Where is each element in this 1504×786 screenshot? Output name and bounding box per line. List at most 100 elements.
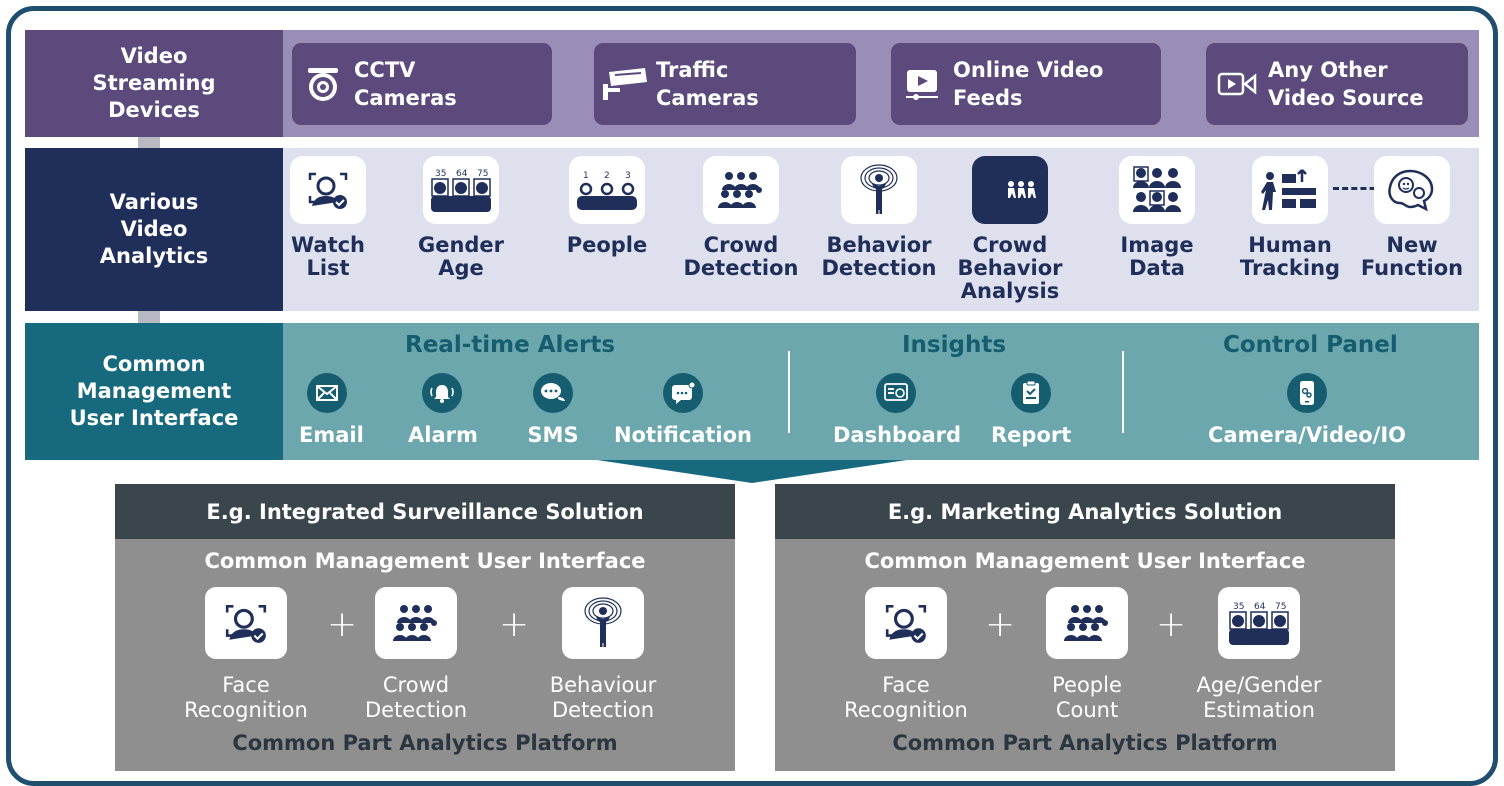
- insight-label: Dashboard: [833, 423, 962, 447]
- alert-notification: Notification: [613, 373, 753, 447]
- solution-item-face-recognition: Face Recognition: [166, 587, 326, 723]
- solution-subtitle: Common Management User Interface: [204, 549, 646, 573]
- source-card-online: Online Video Feeds: [891, 43, 1161, 125]
- age-number: 64: [456, 169, 468, 179]
- alert-email: Email: [299, 373, 364, 447]
- face-recognition-icon: [865, 587, 947, 659]
- alert-label: Email: [299, 423, 364, 447]
- analytic-label: Watch List: [290, 233, 366, 280]
- image-data-icon: [1119, 156, 1195, 224]
- row-connector: [138, 137, 160, 148]
- analytic-human-tracking: Human Tracking: [1230, 156, 1350, 280]
- solution-surveillance: E.g. Integrated Surveillance Solution Co…: [115, 484, 735, 771]
- insight-dashboard: Dashboard: [833, 373, 962, 447]
- solution-item-label: Age/Gender Estimation: [1196, 673, 1322, 722]
- solution-item-crowd-detection: Crowd Detection: [336, 587, 496, 723]
- analytic-crowd-behavior: Crowd Behavior Analysis: [950, 156, 1070, 303]
- crowd-icon: [1046, 587, 1128, 659]
- solution-footer: Common Part Analytics Platform: [892, 731, 1278, 755]
- source-label: Any Other Video Source: [1268, 58, 1424, 110]
- dashboard-icon: [876, 373, 916, 413]
- solution-item-face-recognition: Face Recognition: [826, 587, 986, 723]
- analytic-behavior: Behavior Detection: [819, 156, 939, 280]
- source-card-traffic: Traffic Cameras: [594, 43, 856, 125]
- behavior-icon: [841, 156, 917, 224]
- report-icon: [1011, 373, 1051, 413]
- source-label: Online Video Feeds: [953, 58, 1104, 110]
- count-number: 1: [583, 171, 589, 181]
- email-icon: [307, 373, 347, 413]
- group-title-control-panel: Control Panel: [1223, 332, 1398, 358]
- alert-label: Alarm: [408, 423, 478, 447]
- analytic-label: People: [566, 233, 648, 257]
- alert-alarm: Alarm: [408, 373, 478, 447]
- solution-footer: Common Part Analytics Platform: [232, 731, 618, 755]
- alert-label: SMS: [527, 423, 579, 447]
- analytic-label: New Function: [1360, 233, 1464, 280]
- online-video-icon: [891, 66, 953, 102]
- group-title-insights: Insights: [902, 332, 1007, 358]
- plus-sign: +: [499, 604, 530, 645]
- alert-label: Notification: [613, 423, 753, 447]
- video-source-icon: [1206, 72, 1268, 96]
- analytic-watch-list: Watch List: [268, 156, 388, 280]
- age-number: 75: [1275, 602, 1286, 612]
- video-sources-strip: CCTV Cameras Traffic Cameras Online Vide…: [283, 30, 1479, 137]
- analytic-label: Crowd Behavior Analysis: [957, 233, 1063, 303]
- analytic-crowd: Crowd Detection: [681, 156, 801, 280]
- common-management-ui-label: Common Management User Interface: [25, 323, 283, 460]
- notification-icon: [663, 373, 703, 413]
- age-number: 35: [1233, 602, 1244, 612]
- count-number: 2: [604, 171, 610, 181]
- plus-sign: +: [985, 604, 1016, 645]
- age-number: 75: [477, 169, 488, 179]
- funnel-arrow: [597, 460, 907, 483]
- group-divider: [788, 351, 790, 433]
- control-camera-video-io: Camera/Video/IO: [1207, 373, 1407, 447]
- face-recognition-icon: [205, 587, 287, 659]
- various-video-analytics-label: Various Video Analytics: [25, 148, 283, 311]
- analytic-label: Gender Age: [417, 233, 505, 280]
- group-title-alerts: Real-time Alerts: [405, 332, 616, 358]
- sms-icon: [533, 373, 573, 413]
- source-card-cctv: CCTV Cameras: [292, 43, 552, 125]
- row-connector: [138, 311, 160, 323]
- human-tracking-icon: [1252, 156, 1328, 224]
- plus-sign: +: [327, 604, 358, 645]
- solution-item-label: Behaviour Detection: [549, 673, 657, 722]
- management-ui-strip: Real-time Alerts Insights Control Panel …: [283, 323, 1479, 460]
- control-label: Camera/Video/IO: [1207, 423, 1407, 447]
- source-label: Traffic Cameras: [656, 58, 759, 110]
- solution-subtitle: Common Management User Interface: [864, 549, 1306, 573]
- insight-label: Report: [991, 423, 1072, 447]
- solution-item-behaviour-detection: Behaviour Detection: [523, 587, 683, 723]
- solution-item-label: Crowd Detection: [364, 673, 468, 722]
- solution-item-people-count: People Count: [1007, 587, 1167, 723]
- dashed-connector: [1333, 187, 1403, 190]
- solution-item-label: Face Recognition: [844, 673, 968, 722]
- analytic-label: Crowd Detection: [683, 233, 799, 280]
- group-divider: [1122, 351, 1124, 433]
- traffic-camera-icon: [594, 66, 656, 102]
- crowd-behavior-icon: [972, 156, 1048, 224]
- source-label: CCTV Cameras: [354, 58, 457, 110]
- alert-sms: SMS: [523, 373, 583, 447]
- crowd-icon: [375, 587, 457, 659]
- camera-video-io-icon: [1287, 373, 1327, 413]
- alarm-icon: [422, 373, 462, 413]
- source-card-other: Any Other Video Source: [1206, 43, 1468, 125]
- behavior-icon: [562, 587, 644, 659]
- solution-title: E.g. Marketing Analytics Solution: [775, 484, 1395, 539]
- watch-list-icon: [290, 156, 366, 224]
- solution-marketing: E.g. Marketing Analytics Solution Common…: [775, 484, 1395, 771]
- solution-title: E.g. Integrated Surveillance Solution: [115, 484, 735, 539]
- video-streaming-devices-label: Video Streaming Devices: [25, 30, 283, 137]
- analytic-label: Image Data: [1120, 233, 1194, 280]
- solution-item-label: Face Recognition: [184, 673, 308, 722]
